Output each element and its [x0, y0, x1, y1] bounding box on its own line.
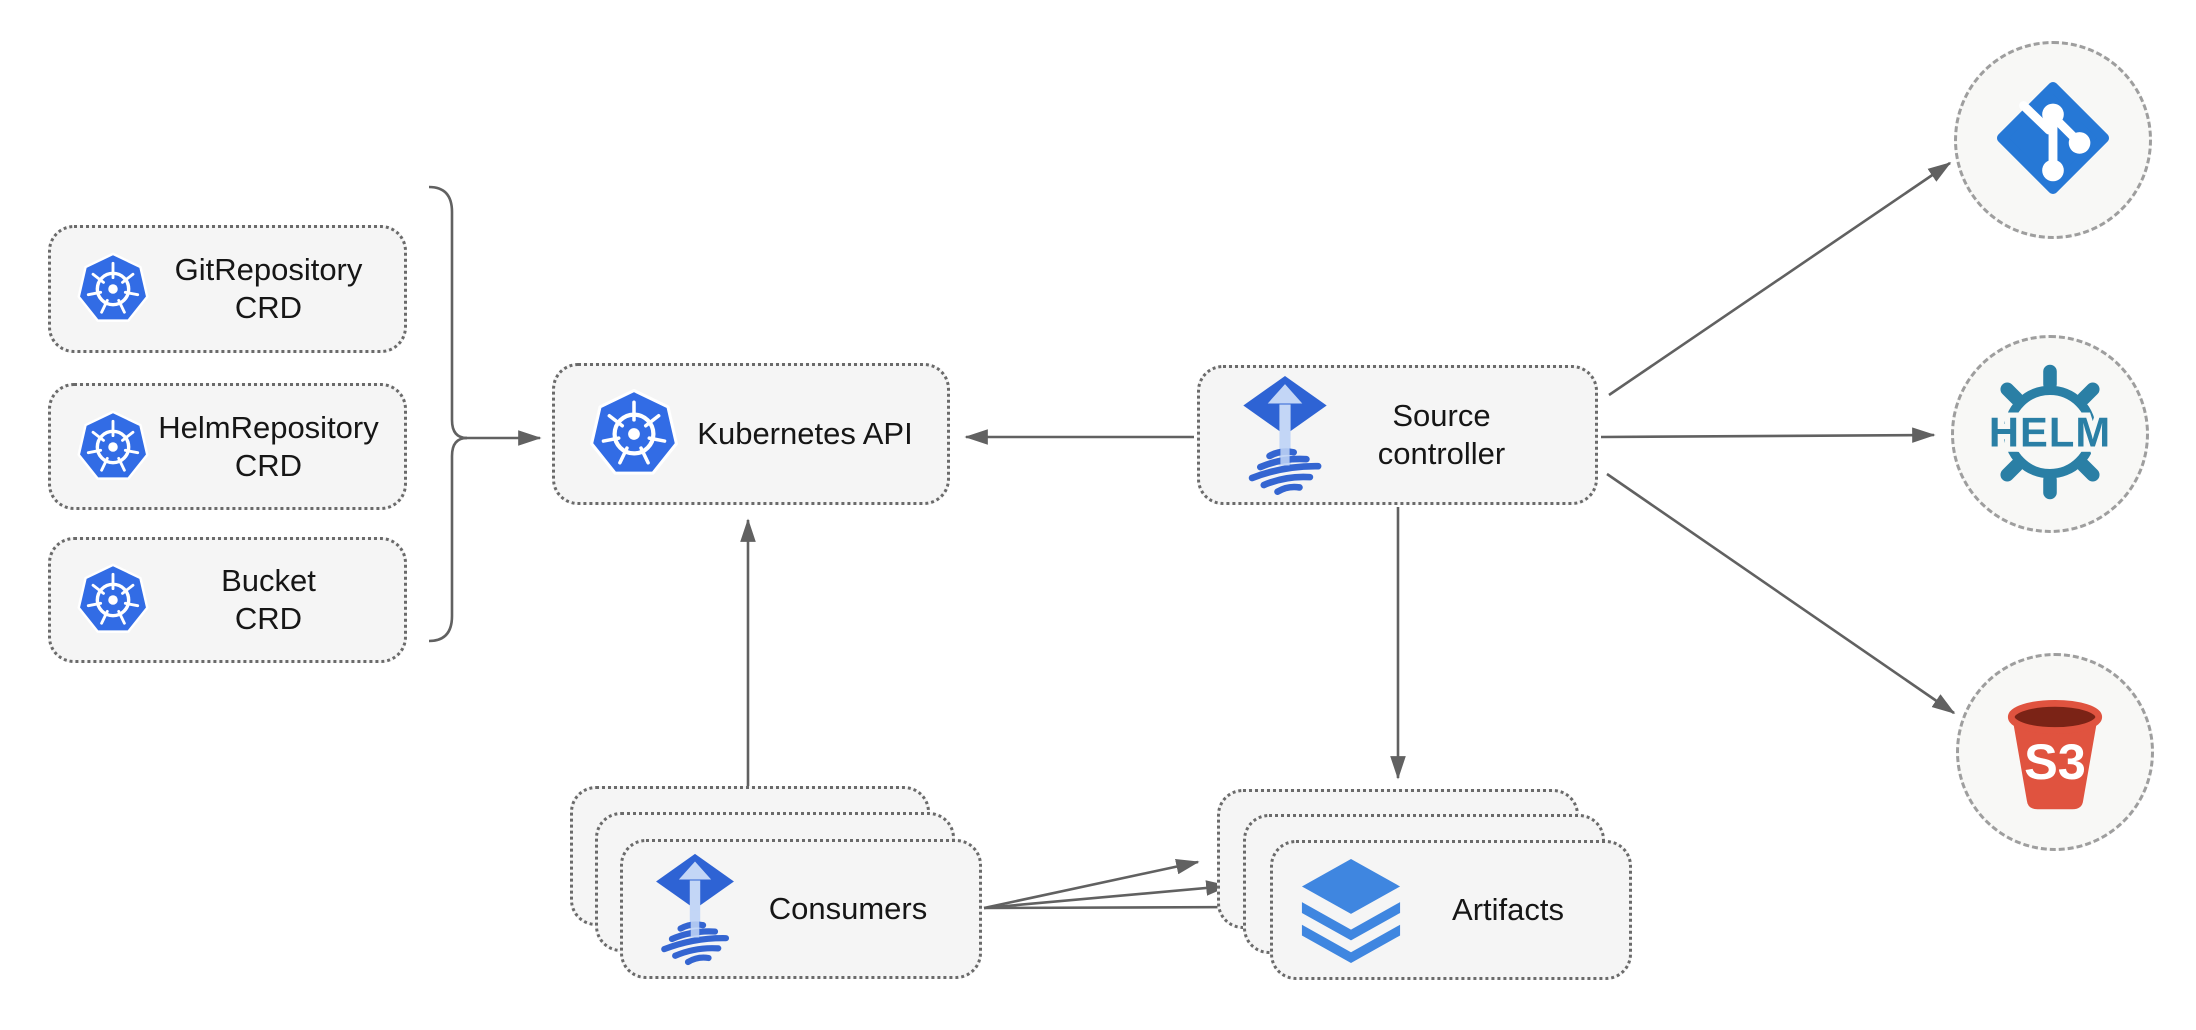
- kubernetes-icon: [75, 409, 151, 485]
- flux-icon: [1242, 374, 1328, 496]
- arrow-source-controller-to-s3: [1606, 472, 1956, 715]
- flux-icon: [655, 852, 735, 966]
- node-bucket-crd: Bucket CRD: [48, 537, 407, 663]
- s3-label: S3: [2024, 733, 2086, 790]
- node-label: GitRepository CRD: [174, 252, 363, 325]
- node-artifacts: Artifacts: [1270, 840, 1632, 980]
- endpoint-git: [1954, 41, 2152, 239]
- helm-label: HELM: [1989, 408, 2111, 455]
- kubernetes-icon: [75, 562, 151, 638]
- helm-icon: HELM: [1977, 359, 2123, 510]
- endpoint-helm: HELM: [1951, 335, 2149, 533]
- node-label: Consumers: [768, 891, 928, 927]
- node-label: Bucket CRD: [221, 563, 316, 636]
- s3-bucket-icon: S3: [1991, 682, 2119, 823]
- node-label: Kubernetes API: [697, 416, 913, 452]
- endpoint-s3: S3: [1956, 653, 2154, 851]
- layers-icon: [1297, 857, 1405, 963]
- node-source-controller: Source controller: [1197, 365, 1598, 505]
- node-label: Artifacts: [1452, 892, 1564, 928]
- kubernetes-icon: [75, 251, 151, 327]
- arrow-source-controller-to-helm: [1600, 427, 1936, 443]
- arrow-consumers-to-artifacts-3: [983, 899, 1250, 915]
- node-gitrepository-crd: GitRepository CRD: [48, 225, 407, 353]
- node-helmrepository-crd: HelmRepository CRD: [48, 383, 407, 510]
- arrow-source-controller-to-git: [1608, 161, 1952, 397]
- node-label: Source controller: [1377, 398, 1506, 471]
- crd-group-bracket-top: [428, 185, 468, 440]
- arrow-consumers-to-artifacts-2: [983, 880, 1230, 910]
- node-label: HelmRepository CRD: [158, 409, 379, 483]
- node-kubernetes-api: Kubernetes API: [552, 363, 950, 505]
- kubernetes-icon: [587, 387, 681, 481]
- arrow-consumers-to-artifacts-1: [983, 858, 1200, 910]
- git-icon: [1994, 79, 2112, 202]
- node-consumers: Consumers: [620, 839, 982, 979]
- crd-group-bracket-bottom: [428, 436, 468, 643]
